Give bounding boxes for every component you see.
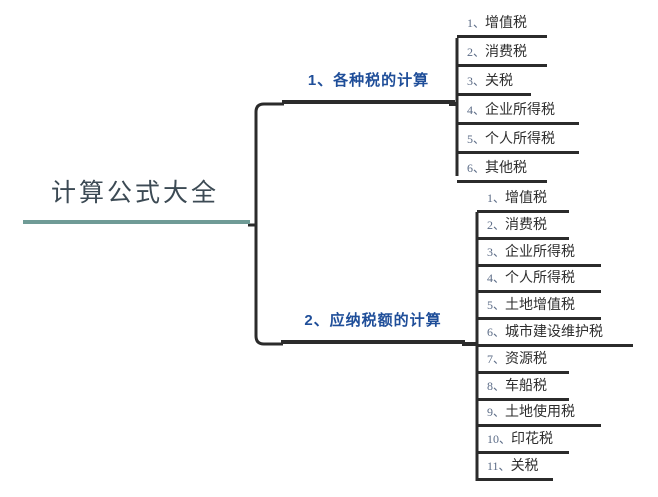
leaf-underline (477, 424, 601, 428)
leaf-name: 企业所得税 (485, 101, 556, 117)
leaf-name: 消费税 (505, 215, 548, 232)
leaf-label: 2、消费税 (467, 41, 527, 63)
root-underline (23, 220, 250, 224)
leaf-underline (457, 93, 531, 96)
leaf-number: 6、 (487, 325, 506, 339)
leaf-underline (477, 370, 569, 374)
root-node[interactable]: 计算公式大全 (20, 176, 250, 228)
leaf-name: 增值税 (485, 14, 528, 30)
branch-node-1[interactable]: 1、各种税的计算 (282, 70, 455, 104)
leaf-number: 1、 (487, 191, 506, 205)
leaf-label: 3、企业所得税 (487, 241, 575, 263)
leaf-underline (477, 344, 633, 347)
leaf-underline (477, 317, 601, 321)
leaf-label: 7、资源税 (487, 348, 547, 370)
leaf-name: 印花税 (511, 430, 554, 447)
leaf-label: 6、城市建设维护税 (487, 321, 603, 343)
leaf-underline (457, 180, 547, 183)
leaf-number: 11、 (487, 459, 511, 473)
leaf-label: 1、增值税 (487, 187, 547, 209)
leaf-underline (457, 35, 547, 38)
leaf-name: 城市建设维护税 (505, 323, 604, 339)
leaf-label: 3、关税 (467, 70, 513, 92)
leaf-number: 3、 (487, 244, 506, 259)
leaf-label: 5、土地增值税 (487, 294, 575, 316)
leaf-label: 4、企业所得税 (467, 99, 555, 121)
leaf-label: 8、车船税 (487, 375, 547, 397)
leaf-underline (457, 151, 579, 154)
leaf-label: 1、增值税 (467, 12, 527, 34)
leaf-label: 5、个人所得税 (467, 128, 555, 150)
branch-1-wire (254, 102, 284, 225)
leaf-underline (477, 263, 601, 267)
leaf-underline (477, 290, 601, 294)
branch-2-wire (254, 225, 283, 346)
leaf-label: 4、个人所得税 (487, 267, 575, 289)
branch-1-label: 1、各种税的计算 (307, 72, 430, 89)
leaf-name: 其他税 (485, 159, 528, 175)
leaf-number: 10、 (487, 432, 512, 447)
leaf-name: 个人所得税 (485, 130, 556, 146)
leaf-underline (477, 210, 569, 213)
leaf-number: 4、 (487, 271, 506, 286)
leaf-number: 1、 (467, 16, 486, 30)
leaf-number: 2、 (467, 45, 486, 59)
root-label: 计算公式大全 (50, 179, 219, 207)
leaf-number: 4、 (467, 103, 486, 117)
leaf-name: 企业所得税 (505, 242, 576, 259)
leaf-name: 关税 (485, 72, 514, 88)
leaf-name: 个人所得税 (505, 269, 576, 286)
leaf-label: 2、消费税 (487, 214, 547, 236)
leaf-name: 车船税 (505, 376, 548, 393)
leaf-underline (457, 64, 547, 67)
leaf-number: 9、 (487, 405, 506, 420)
leaf-underline (477, 451, 569, 455)
leaf-label: 11、关税 (487, 455, 539, 477)
leaf-label: 10、印花税 (487, 428, 553, 450)
leaf-number: 2、 (487, 217, 506, 232)
leaf-underline (477, 236, 569, 240)
leaf-underline (477, 397, 569, 401)
leaf-number: 6、 (467, 161, 486, 175)
leaf-name: 关税 (510, 457, 539, 473)
branch-2-label: 2、应纳税额的计算 (304, 312, 442, 329)
leaf-label: 6、其他税 (467, 157, 527, 179)
leaf-underline (477, 478, 553, 481)
leaf-number: 5、 (467, 132, 486, 146)
leaf-name: 土地增值税 (505, 296, 576, 313)
leaf-number: 5、 (487, 298, 506, 313)
leaf-name: 消费税 (485, 43, 528, 59)
leaf-number: 7、 (487, 351, 506, 366)
leaf-number: 8、 (487, 378, 506, 393)
branch-1-underline (282, 100, 455, 104)
leaf-name: 增值税 (505, 189, 548, 205)
leaf-name: 资源税 (505, 349, 548, 366)
branch-2-underline (281, 340, 465, 344)
leaf-name: 土地使用税 (505, 403, 576, 420)
leaf-number: 3、 (467, 74, 486, 88)
leaf-underline (457, 122, 579, 125)
leaf-label: 9、土地使用税 (487, 401, 575, 423)
branch-node-2[interactable]: 2、应纳税额的计算 (281, 310, 465, 344)
